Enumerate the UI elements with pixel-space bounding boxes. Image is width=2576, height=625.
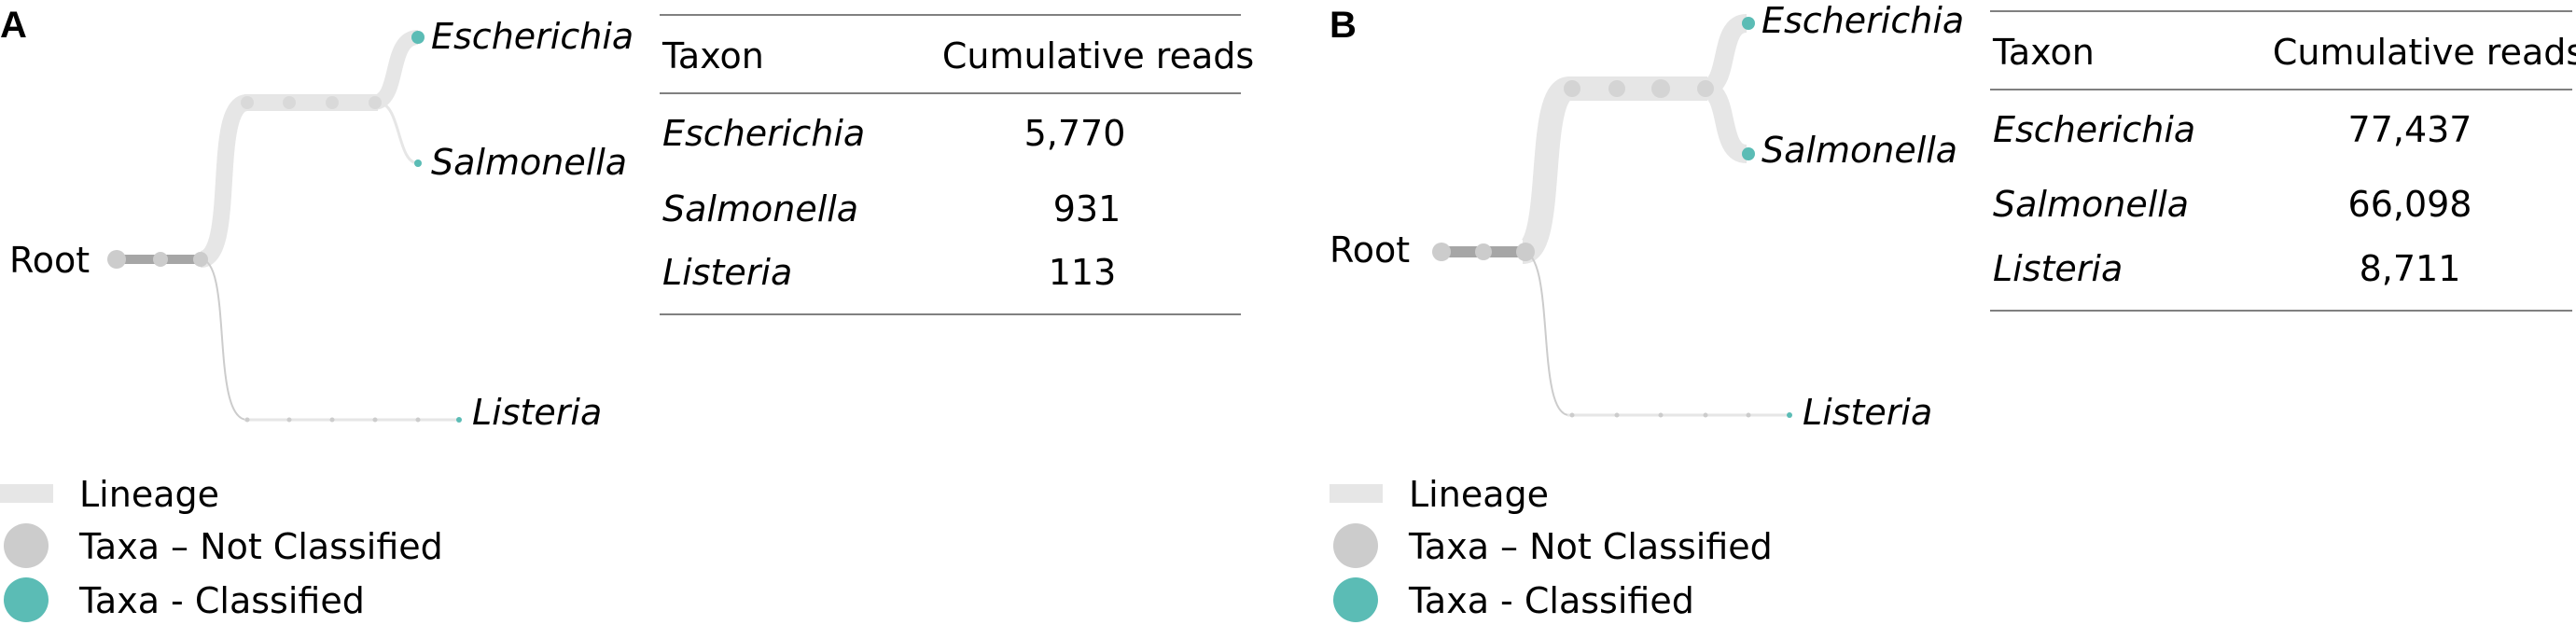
legend-lineage-label: Lineage — [79, 474, 219, 515]
table-header-taxon: Taxon — [661, 35, 764, 76]
node-classified — [1742, 17, 1755, 30]
table-cell-taxon: Escherichia — [662, 113, 865, 154]
lineage-edge — [198, 94, 250, 268]
table-cell-reads: 8,711 — [2360, 248, 2461, 289]
lineage-edge — [1519, 76, 1573, 264]
table-cell-reads: 931 — [1053, 188, 1121, 229]
legend-classified-swatch — [1333, 577, 1378, 622]
tree-leaf-label: Listeria — [1803, 392, 1932, 433]
tree-leaf-label: Escherichia — [431, 16, 634, 57]
legend-not-classified-label: Taxa – Not Classified — [1408, 526, 1773, 567]
node-not-classified — [1432, 243, 1451, 261]
panel-a-tree: Root Escherichia Salmonella Listeria — [9, 16, 634, 433]
node-not-classified — [1516, 243, 1535, 261]
node-classified — [1742, 147, 1755, 160]
table-cell-reads: 66,098 — [2348, 184, 2472, 225]
node-not-classified — [1651, 79, 1670, 98]
tree-root-label: Root — [9, 240, 90, 281]
lineage-edge — [371, 30, 420, 110]
legend-lineage-swatch — [0, 484, 53, 503]
panel-b-tree: Root Escherichia Salmonella Listeria — [1330, 0, 1964, 433]
table-cell-reads: 77,437 — [2348, 109, 2472, 150]
node-not-classified — [283, 96, 296, 109]
table-header-reads: Cumulative reads — [942, 35, 1254, 76]
legend-not-classified-label: Taxa – Not Classified — [78, 526, 443, 567]
table-cell-taxon: Listeria — [1993, 248, 2123, 289]
node-not-classified — [415, 417, 421, 423]
table-header-taxon: Taxon — [1992, 32, 2095, 73]
table-cell-reads: 113 — [1049, 252, 1117, 293]
tree-root-label: Root — [1330, 229, 1410, 271]
node-not-classified — [1608, 80, 1625, 97]
tree-leaf-label: Salmonella — [431, 142, 627, 183]
legend-lineage-swatch — [1330, 484, 1383, 503]
node-not-classified — [1614, 412, 1620, 418]
node-not-classified — [1475, 243, 1492, 260]
tree-leaf-label: Listeria — [472, 392, 602, 433]
table-cell-taxon: Escherichia — [1993, 109, 2195, 150]
node-not-classified — [1658, 412, 1664, 418]
node-classified — [414, 160, 422, 167]
node-not-classified — [369, 96, 382, 109]
panel-b: B — [1330, 0, 2576, 622]
panel-a-letter: A — [0, 5, 27, 46]
lineage-edge — [1522, 251, 1570, 416]
node-not-classified — [326, 96, 339, 109]
tree-leaf-label: Salmonella — [1761, 130, 1957, 171]
legend-not-classified-swatch — [4, 523, 49, 568]
lineage-edge — [377, 101, 419, 165]
node-not-classified — [286, 417, 292, 423]
table-header-reads: Cumulative reads — [2273, 32, 2576, 73]
node-classified — [411, 31, 425, 44]
legend-lineage-label: Lineage — [1409, 474, 1549, 515]
node-not-classified — [107, 250, 126, 269]
panel-a: A — [0, 5, 1254, 622]
node-not-classified — [1569, 412, 1575, 418]
panel-a-legend: Lineage Taxa – Not Classified Taxa - Cla… — [0, 474, 443, 622]
legend-not-classified-swatch — [1333, 523, 1378, 568]
node-not-classified — [372, 417, 378, 423]
node-not-classified — [244, 417, 250, 423]
node-not-classified — [1746, 412, 1751, 418]
table-cell-taxon: Listeria — [662, 252, 792, 293]
node-not-classified — [1697, 80, 1714, 97]
lineage-edge — [1702, 14, 1748, 98]
table-cell-taxon: Salmonella — [662, 188, 858, 229]
table-cell-taxon: Salmonella — [1993, 184, 2189, 225]
panel-b-letter: B — [1330, 5, 1357, 46]
panel-b-table: Taxon Cumulative reads Escherichia 77,43… — [1990, 10, 2576, 312]
panel-a-table: Taxon Cumulative reads Escherichia 5,770… — [660, 14, 1254, 315]
panel-b-legend: Lineage Taxa – Not Classified Taxa - Cla… — [1330, 474, 1773, 622]
node-not-classified — [193, 252, 208, 267]
legend-classified-label: Taxa - Classified — [78, 580, 365, 621]
node-not-classified — [153, 252, 168, 267]
node-classified — [456, 417, 462, 423]
node-not-classified — [241, 96, 254, 109]
node-not-classified — [1703, 412, 1708, 418]
node-classified — [1787, 412, 1792, 418]
legend-classified-label: Taxa - Classified — [1408, 580, 1694, 621]
lineage-edge — [200, 258, 248, 421]
table-cell-reads: 5,770 — [1024, 113, 1126, 154]
tree-leaf-label: Escherichia — [1761, 0, 1964, 41]
legend-classified-swatch — [4, 577, 49, 622]
node-not-classified — [1564, 80, 1580, 97]
lineage-edge — [1702, 79, 1748, 163]
node-not-classified — [329, 417, 335, 423]
